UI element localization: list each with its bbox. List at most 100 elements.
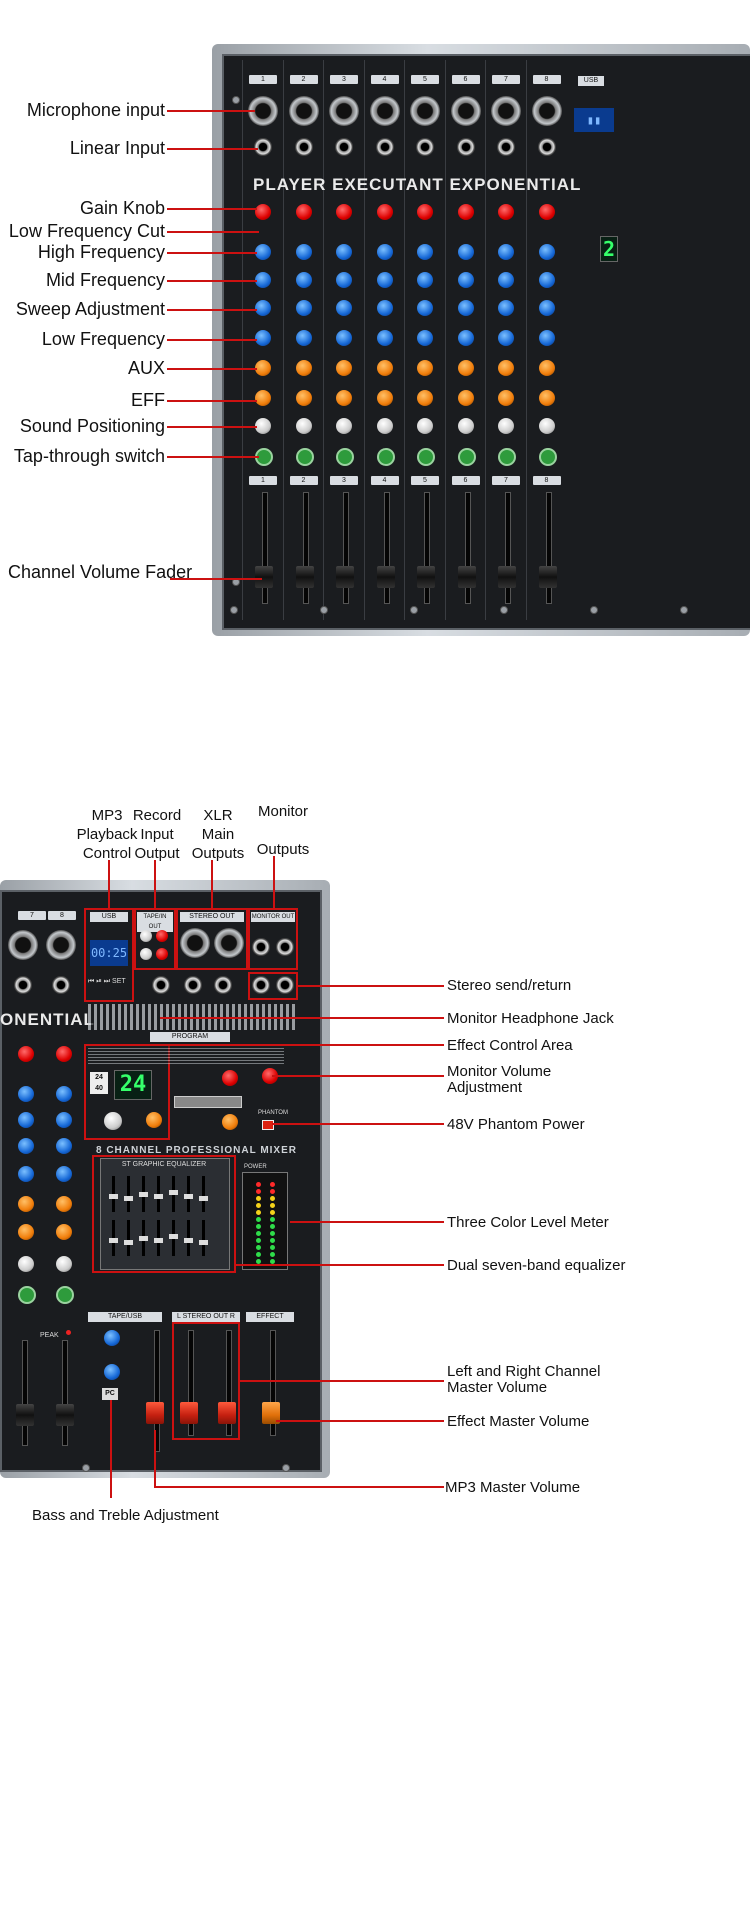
mid-knob-4[interactable]: [376, 272, 393, 288]
partial-knob-0-7[interactable]: [18, 1256, 34, 1272]
eq-band-1-3[interactable]: [154, 1238, 163, 1243]
eq-band-0-6[interactable]: [199, 1195, 208, 1201]
gain-knob-3[interactable]: [336, 204, 352, 220]
low-knob-5[interactable]: [417, 330, 433, 346]
partial-knob-0-0[interactable]: [18, 1046, 34, 1062]
channel-fader-6[interactable]: [457, 566, 476, 588]
high-knob-6[interactable]: [457, 244, 474, 260]
channel-fader-3[interactable]: [336, 566, 354, 588]
sweep-knob-3[interactable]: [336, 300, 352, 316]
high-knob-8[interactable]: [538, 244, 555, 260]
high-knob-4[interactable]: [376, 244, 393, 260]
channel-fader-4[interactable]: [376, 566, 395, 588]
effect-master-fader[interactable]: [262, 1402, 280, 1424]
aux-knob-1[interactable]: [255, 360, 271, 376]
aux-knob-4[interactable]: [376, 360, 393, 376]
low-knob-6[interactable]: [457, 330, 474, 346]
suppressor-switch[interactable]: [174, 1096, 242, 1108]
eq-band-1-1[interactable]: [124, 1239, 133, 1245]
stevi-switch-partial-1[interactable]: [56, 1286, 74, 1304]
high-knob-3[interactable]: [336, 244, 352, 260]
eff-knob-5[interactable]: [417, 390, 433, 406]
partial-knob-1-7[interactable]: [56, 1256, 72, 1272]
eff-knob-8[interactable]: [538, 390, 555, 406]
main-r-fader[interactable]: [218, 1402, 236, 1424]
high-knob-1[interactable]: [255, 244, 271, 260]
channel-fader-8[interactable]: [538, 566, 557, 588]
main-l-fader[interactable]: [180, 1402, 198, 1424]
eq-band-1-6[interactable]: [199, 1239, 208, 1245]
aux-knob-3[interactable]: [336, 360, 352, 376]
aux-knob-5[interactable]: [417, 360, 433, 376]
partial-knob-0-5[interactable]: [18, 1196, 34, 1212]
pan-knob-5[interactable]: [417, 418, 433, 434]
effect-aux-knob[interactable]: [146, 1112, 162, 1128]
partial-knob-0-6[interactable]: [18, 1224, 34, 1240]
eq-band-1-4[interactable]: [169, 1234, 178, 1240]
aux-knob-8[interactable]: [538, 360, 555, 376]
mp3-transport-buttons[interactable]: ⏮ ⏯ ⏭ SET: [88, 978, 126, 985]
stevi-switch-5[interactable]: [417, 448, 435, 466]
mid-knob-3[interactable]: [336, 272, 352, 288]
mid-knob-5[interactable]: [417, 272, 433, 288]
gain-knob-2[interactable]: [295, 204, 312, 220]
partial-knob-1-3[interactable]: [56, 1138, 72, 1154]
mid-knob-1[interactable]: [255, 272, 271, 288]
low-knob-2[interactable]: [295, 330, 312, 346]
gain-knob-7[interactable]: [498, 204, 514, 220]
partial-knob-0-2[interactable]: [18, 1112, 34, 1128]
partial-knob-1-0[interactable]: [56, 1046, 72, 1062]
partial-knob-1-6[interactable]: [56, 1224, 72, 1240]
gain-knob-6[interactable]: [457, 204, 474, 220]
return-knob[interactable]: [222, 1070, 238, 1086]
channel-fader-2[interactable]: [295, 566, 314, 588]
eff-knob-1[interactable]: [255, 390, 271, 406]
eq-band-0-3[interactable]: [154, 1194, 163, 1199]
channel-fader-5[interactable]: [417, 566, 435, 588]
mid-knob-8[interactable]: [538, 272, 555, 288]
eff-knob-2[interactable]: [295, 390, 312, 406]
partial-knob-1-2[interactable]: [56, 1112, 72, 1128]
partial-knob-0-3[interactable]: [18, 1138, 34, 1154]
pan-knob-4[interactable]: [376, 418, 393, 434]
gain-knob-8[interactable]: [538, 204, 555, 220]
sweep-knob-5[interactable]: [417, 300, 433, 316]
mp3-master-fader[interactable]: [146, 1402, 164, 1424]
partial-knob-0-4[interactable]: [18, 1166, 34, 1182]
gain-knob-1[interactable]: [255, 204, 271, 220]
stevi-switch-2[interactable]: [295, 448, 314, 466]
channel-fader-1[interactable]: [255, 566, 273, 588]
eff-knob-4[interactable]: [376, 390, 393, 406]
gain-knob-4[interactable]: [376, 204, 393, 220]
sweep-knob-1[interactable]: [255, 300, 271, 316]
eq-band-0-0[interactable]: [109, 1194, 118, 1199]
low-knob-3[interactable]: [336, 330, 352, 346]
program-knob[interactable]: [104, 1112, 122, 1130]
monitor-phone-knob[interactable]: [262, 1068, 278, 1084]
high-knob-5[interactable]: [417, 244, 433, 260]
pan-knob-3[interactable]: [336, 418, 352, 434]
partial-knob-1-5[interactable]: [56, 1196, 72, 1212]
sweep-knob-7[interactable]: [498, 300, 514, 316]
eq-band-0-4[interactable]: [169, 1190, 178, 1196]
pan-knob-7[interactable]: [498, 418, 514, 434]
aux-send-knob[interactable]: [222, 1114, 238, 1130]
eq-band-1-2[interactable]: [139, 1236, 148, 1242]
tape-low-knob[interactable]: [104, 1364, 120, 1380]
pan-knob-1[interactable]: [255, 418, 271, 434]
stevi-switch-6[interactable]: [457, 448, 476, 466]
pan-knob-2[interactable]: [295, 418, 312, 434]
aux-knob-6[interactable]: [457, 360, 474, 376]
phantom-switch[interactable]: [262, 1120, 274, 1130]
eq-band-0-1[interactable]: [124, 1195, 133, 1201]
low-knob-1[interactable]: [255, 330, 271, 346]
low-knob-4[interactable]: [376, 330, 393, 346]
stevi-switch-8[interactable]: [538, 448, 557, 466]
sweep-knob-8[interactable]: [538, 300, 555, 316]
eq-band-1-5[interactable]: [184, 1238, 193, 1243]
stevi-switch-partial-0[interactable]: [18, 1286, 36, 1304]
mid-knob-7[interactable]: [498, 272, 514, 288]
sweep-knob-4[interactable]: [376, 300, 393, 316]
eq-band-0-5[interactable]: [184, 1194, 193, 1199]
fader-7[interactable]: [16, 1404, 34, 1426]
